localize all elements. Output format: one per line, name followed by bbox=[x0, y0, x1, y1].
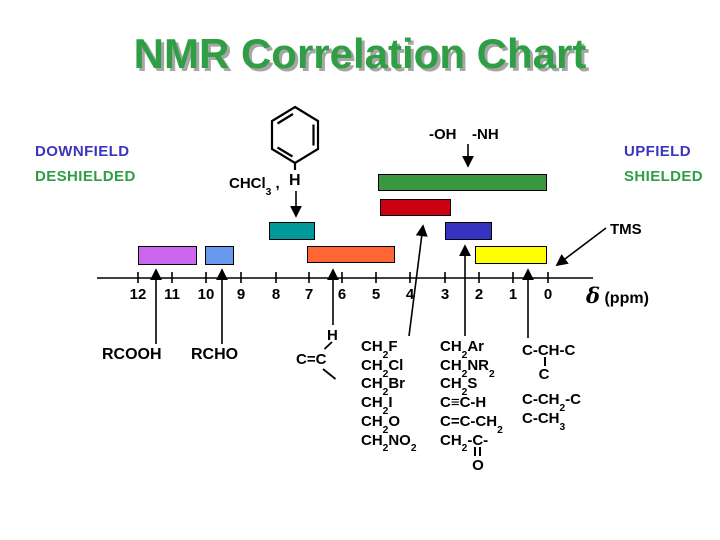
chcl3-label: CHCl3 , bbox=[229, 175, 280, 198]
alkyl-c-below-label: C bbox=[538, 366, 550, 383]
rcooh-label: RCOOH bbox=[102, 346, 162, 363]
vinyl-h-label: H bbox=[327, 327, 338, 344]
alkyl-ch2-label: C-CH2-C bbox=[522, 391, 581, 414]
nh-label: -NH bbox=[472, 126, 499, 143]
ch2x-arrow-icon bbox=[408, 224, 428, 337]
range-bar-vinyl bbox=[307, 246, 395, 263]
ch2x-column: CH2F CH2Cl CH2Br CH2I CH2O CH2NO2 bbox=[361, 338, 417, 455]
alkyne-h-label: C≡C-H bbox=[440, 394, 487, 412]
double-bond-icon bbox=[474, 447, 481, 456]
benzene-ring-icon bbox=[270, 105, 320, 170]
range-bar-aromatic bbox=[269, 222, 315, 240]
ch2br-label: CH2Br bbox=[361, 375, 406, 399]
ch2o-label: CH2O bbox=[361, 412, 401, 436]
ch2f-label: CH2F bbox=[361, 338, 398, 361]
ppm-axis bbox=[97, 272, 593, 283]
carbonyl-ch2-label: CH2-C- bbox=[440, 431, 489, 455]
ch2cl-label: CH2Cl bbox=[361, 356, 404, 380]
upfield-label: UPFIELD bbox=[624, 143, 691, 160]
benzene-h-label: H bbox=[289, 172, 301, 189]
range-bar-ch2x bbox=[380, 199, 451, 216]
axis-tick-2: 2 bbox=[474, 286, 484, 303]
range-bar-alkyl bbox=[475, 246, 547, 264]
ch2no2-label: CH2NO2 bbox=[361, 431, 417, 455]
alkyl-ch3-label: C-CH3 bbox=[522, 410, 566, 433]
ch2-column: CH2Ar CH2NR2 CH2S C≡C-H C=C-CH2 CH2-C- bbox=[440, 338, 503, 455]
tms-label: TMS bbox=[610, 221, 642, 238]
axis-unit-label: δ (ppm) bbox=[586, 283, 649, 308]
ch2s-label: CH2S bbox=[440, 375, 478, 399]
shielded-label: SHIELDED bbox=[624, 168, 704, 185]
ppm-text: (ppm) bbox=[600, 290, 649, 307]
axis-tick-1: 1 bbox=[508, 286, 518, 303]
range-bar-rcooh bbox=[138, 246, 197, 265]
axis-tick-0: 0 bbox=[543, 286, 553, 303]
allylic-ch2-label: C=C-CH2 bbox=[440, 412, 503, 436]
axis-tick-10: 10 bbox=[197, 286, 215, 303]
single-bond-icon bbox=[544, 357, 546, 366]
axis-tick-12: 12 bbox=[129, 286, 147, 303]
deshielded-label: DESHIELDED bbox=[35, 168, 136, 185]
axis-tick-5: 5 bbox=[371, 286, 381, 303]
axis-tick-11: 11 bbox=[164, 286, 180, 303]
ch2nr2-label: CH2NR2 bbox=[440, 356, 495, 380]
ch2ar-label: CH2Ar bbox=[440, 338, 485, 361]
range-bar-oh-nh bbox=[378, 174, 547, 191]
axis-tick-8: 8 bbox=[271, 286, 281, 303]
axis-tick-6: 6 bbox=[337, 286, 347, 303]
delta-symbol: δ bbox=[586, 283, 601, 308]
carbonyl-o-label: O bbox=[472, 457, 484, 474]
downfield-label: DOWNFIELD bbox=[35, 143, 130, 160]
alkyl-chc-label: C-CH-C bbox=[522, 342, 576, 359]
rcho-label: RCHO bbox=[191, 346, 239, 363]
vinyl-cc-label: C=C bbox=[296, 351, 327, 368]
tms-arrow-icon bbox=[555, 227, 607, 267]
axis-tick-9: 9 bbox=[236, 286, 246, 303]
ch2i-label: CH2I bbox=[361, 394, 393, 417]
axis-tick-3: 3 bbox=[440, 286, 450, 303]
range-bar-ch2 bbox=[445, 222, 492, 240]
page-title: NMR Correlation Chart bbox=[133, 30, 587, 77]
range-bar-rcho bbox=[205, 246, 234, 265]
axis-tick-7: 7 bbox=[304, 286, 314, 303]
axis-tick-4: 4 bbox=[405, 286, 415, 303]
oh-label: -OH bbox=[429, 126, 457, 143]
